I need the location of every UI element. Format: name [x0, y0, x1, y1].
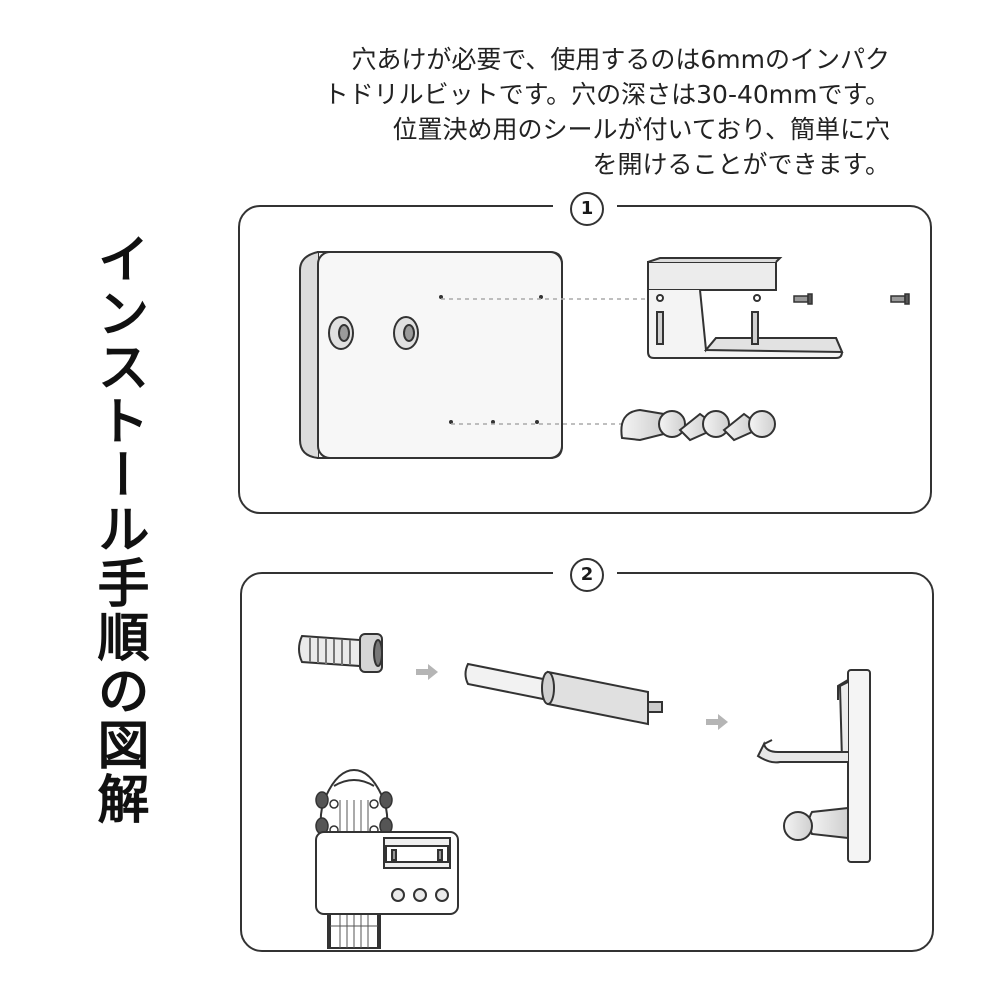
intro-text: 穴あけが必要で、使用するのは6mmのインパク トドリルビットです。穴の深さは30… — [250, 42, 890, 182]
hanger-bracket-illustration — [647, 257, 844, 359]
intro-line: 穴あけが必要で、使用するのは6mmのインパク — [351, 45, 890, 74]
step-number-1: 1 — [570, 192, 604, 226]
vertical-title: インストール手順の図解 — [88, 232, 148, 826]
hook-pegs-illustration — [620, 408, 776, 442]
arrow-icon — [416, 664, 438, 680]
wall-anchor-illustration — [298, 633, 383, 673]
side-view-hanger-illustration — [756, 669, 871, 863]
intro-line: トドリルビットです。穴の深さは30-40mmです。 — [323, 80, 890, 109]
arrow-icon — [706, 714, 728, 730]
step-number-2: 2 — [570, 558, 604, 592]
screw-icon — [793, 293, 813, 305]
drill-bit-illustration — [464, 662, 663, 726]
intro-line: 位置決め用のシールが付いており、簡単に穴 — [392, 115, 890, 144]
drill-hole-markers — [439, 295, 543, 424]
intro-line: を開けることができます。 — [592, 150, 890, 179]
screw-icon — [890, 293, 910, 305]
wall-plate-illustration — [299, 251, 563, 459]
assembled-hanger-illustration — [315, 831, 459, 915]
